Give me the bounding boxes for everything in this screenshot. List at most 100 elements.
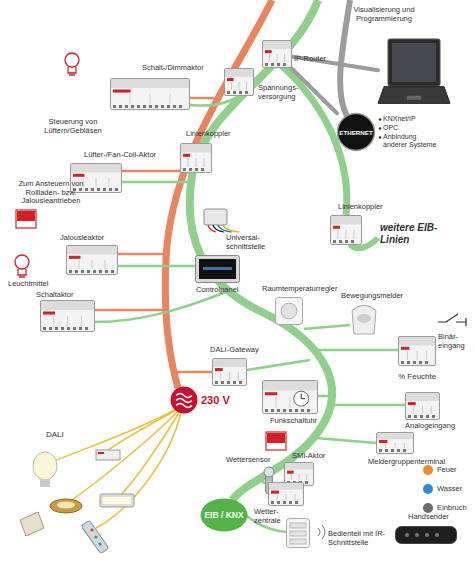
push-button — [290, 523, 306, 528]
wall-device — [287, 519, 310, 548]
module-stamp — [379, 440, 387, 443]
device-label: Wettersensor — [226, 456, 270, 465]
device-node: Schalt-/Dimmaktor — [110, 78, 190, 110]
module-terminal — [345, 240, 348, 243]
module-groove — [92, 260, 93, 269]
device-icon — [66, 245, 118, 275]
circle-label: EIB / KNX — [200, 498, 248, 532]
device-node: Wetter- zentrale — [268, 482, 304, 506]
module-terminal — [233, 381, 236, 384]
module-groove — [269, 54, 270, 62]
module-groove — [150, 94, 151, 104]
module-terminal — [161, 105, 164, 108]
power-wire — [190, 97, 214, 100]
module-groove — [53, 316, 54, 326]
module-stamp — [43, 312, 55, 315]
module-cover — [377, 433, 413, 439]
module-cover — [225, 69, 253, 77]
module-body — [399, 337, 436, 366]
device-label: Linienkoppler — [338, 203, 383, 212]
interface-body — [204, 209, 227, 225]
ethernet-line — [340, 0, 350, 116]
device-label: Funkschaltuhr — [270, 417, 317, 426]
module-cover — [67, 246, 117, 254]
module-terminal — [432, 415, 435, 418]
device-node: Schaltaktor — [40, 300, 95, 332]
module-terminal — [277, 63, 280, 66]
module-stamp — [113, 90, 131, 93]
module-groove — [96, 178, 97, 187]
module-terminal — [239, 381, 242, 384]
module-terminal — [265, 63, 268, 66]
module-stamp — [265, 50, 272, 53]
annotation-label: OPC — [383, 124, 398, 132]
annotation-label: DALI — [46, 430, 64, 439]
ir-beam — [318, 525, 325, 539]
bullet — [379, 118, 382, 121]
device-label: Raumtemperaturregler — [262, 285, 337, 294]
push-button — [290, 539, 306, 544]
module-terminal — [289, 501, 292, 504]
module-terminal — [113, 105, 116, 108]
module-groove — [105, 260, 106, 269]
device-label: IP-Router — [294, 55, 326, 64]
bus-wire — [122, 181, 192, 184]
module-cover — [181, 144, 211, 152]
module-body — [263, 41, 292, 68]
device-node: Lüfter-/Fan-Coil-Aktor — [70, 163, 122, 193]
device-icon — [275, 297, 303, 325]
module-cover — [263, 41, 291, 49]
module-stamp — [287, 471, 294, 474]
device-icon — [378, 38, 450, 114]
led-dot — [98, 542, 101, 545]
device-icon — [262, 380, 318, 414]
module-terminal — [333, 240, 336, 243]
bus-circle — [201, 499, 248, 532]
module-groove — [295, 494, 296, 500]
device-icon — [330, 215, 362, 245]
module-groove — [229, 372, 230, 380]
dali-wire — [120, 411, 180, 496]
module-body — [225, 69, 254, 96]
module-terminal — [183, 168, 186, 171]
bulb-socket — [18, 269, 26, 277]
device-label: Schalt-/Dimmaktor — [142, 64, 204, 73]
module-body — [406, 393, 440, 420]
annotation-label: Leuchtmittel — [8, 280, 48, 289]
module-groove — [299, 474, 300, 480]
device-icon — [180, 143, 212, 173]
module-terminal — [103, 188, 106, 191]
module-groove — [413, 406, 414, 414]
device-node: Linienkoppler — [330, 215, 362, 245]
module-terminal — [215, 381, 218, 384]
bulb-socket — [68, 67, 76, 75]
module-terminal — [277, 409, 280, 412]
module-terminal — [408, 415, 411, 418]
annotation-label: Zum Ansteuern von Rollladen- bzw. Jalous… — [14, 180, 88, 206]
module-terminal — [425, 361, 428, 364]
module-stamp — [73, 174, 84, 177]
wave-symbol — [176, 404, 192, 408]
device-label: Bewegungsmelder — [341, 292, 403, 301]
module-cover — [111, 79, 189, 88]
module-stamp — [408, 402, 416, 405]
device-node: Analogeingang — [405, 392, 440, 420]
module-groove — [346, 230, 347, 239]
module-terminal — [283, 409, 286, 412]
device-node: Meldergruppenterminal — [376, 432, 414, 454]
module-stamp — [183, 154, 190, 157]
ballast-stamp — [98, 452, 104, 454]
device-icon — [195, 255, 240, 283]
module-terminal — [289, 409, 292, 412]
bus-wire — [95, 292, 226, 322]
module-terminal — [189, 168, 192, 171]
module-groove — [67, 316, 68, 326]
spot-lamp — [20, 512, 44, 536]
bus-wire — [328, 404, 405, 407]
bus-wire — [318, 395, 328, 398]
module-stamp — [69, 256, 80, 259]
annotation-label: Wasser — [437, 485, 462, 494]
annotation-label: Einbruch — [437, 504, 467, 513]
module-terminal — [414, 415, 417, 418]
clock-hands — [301, 394, 305, 399]
